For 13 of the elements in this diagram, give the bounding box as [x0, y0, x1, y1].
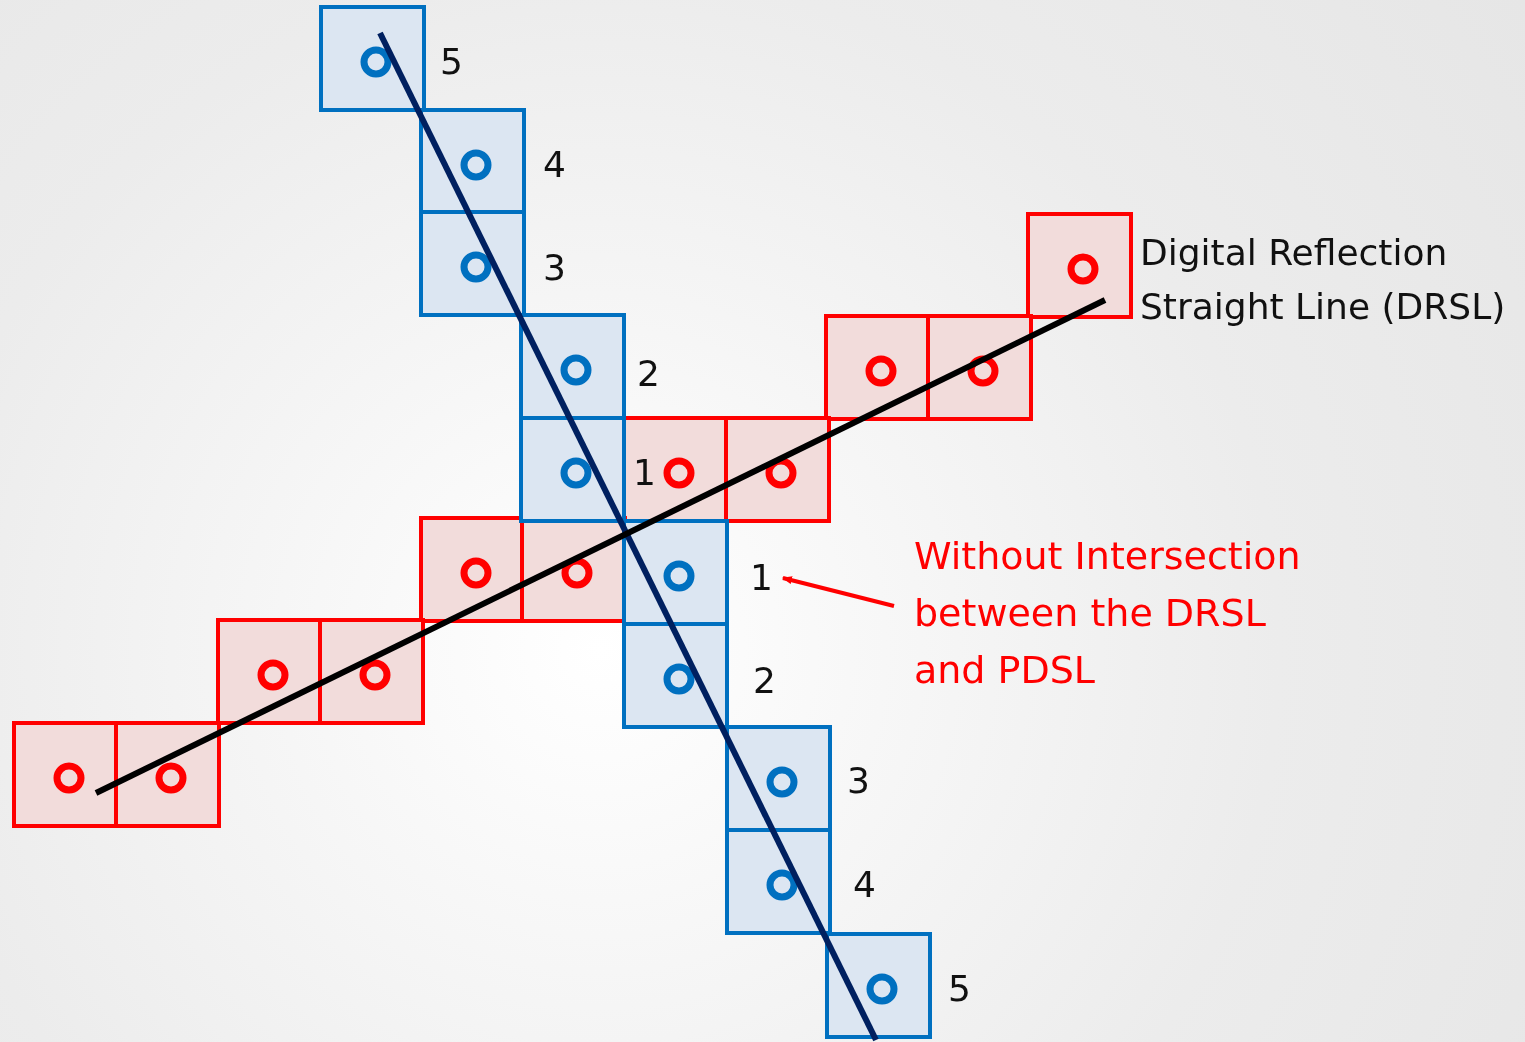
- cell-number: 4: [853, 867, 876, 903]
- cell-number: 4: [543, 147, 566, 183]
- callout-number: 1: [750, 560, 773, 596]
- cell-number: 1: [633, 455, 656, 491]
- arrow: [781, 576, 895, 608]
- cell-number: 2: [753, 663, 776, 699]
- cell-number: 2: [637, 356, 660, 392]
- cell-number: 3: [543, 250, 566, 286]
- note-text: Without Intersection between the DRSL and PDSL: [914, 528, 1334, 699]
- cell-number: 5: [440, 44, 463, 80]
- line-label: Digital Reflection Straight Line (DRSL): [1140, 231, 1507, 329]
- cell-number: 3: [847, 763, 870, 799]
- cell-number: 5: [948, 971, 971, 1007]
